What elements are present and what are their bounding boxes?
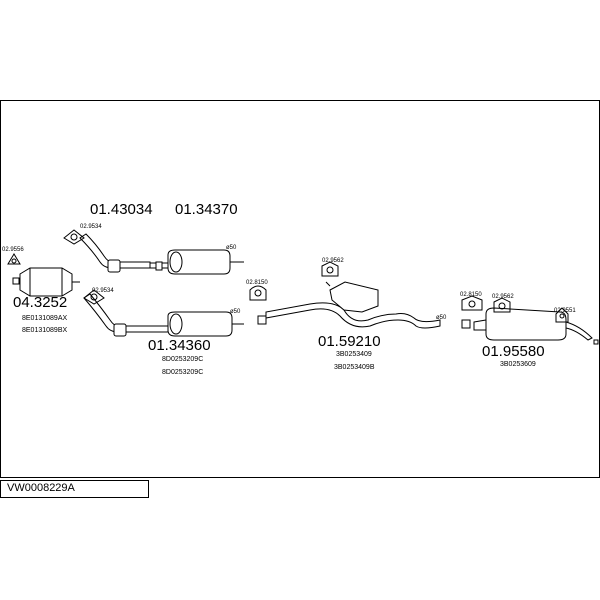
accessory-label: 02.9556 [2, 247, 24, 253]
hanger-icon-2 [321, 261, 339, 277]
oem-number: 3B0253409 [336, 351, 372, 358]
upper-front-pipe [79, 233, 244, 275]
rear-silencer [461, 307, 599, 345]
flange-icon-2 [83, 289, 105, 305]
accessory-label: 02.9562 [492, 294, 514, 300]
accessory-label: 02.8150 [460, 292, 482, 298]
part-number: 04.3252 [13, 294, 67, 311]
lower-front-pipe [83, 293, 244, 337]
part-number: 01.34360 [148, 337, 211, 354]
part-number: 01.43034 [90, 201, 153, 218]
hanger-icon [249, 285, 267, 301]
hanger-icon-5 [555, 307, 569, 323]
accessory-label: 02.9551 [554, 308, 576, 314]
oem-number: 8E0131089BX [22, 327, 67, 334]
diagram-code: VW0008229A [7, 482, 75, 494]
diagram-code-box: VW0008229A [0, 480, 149, 498]
oem-number: 8D0253209C [162, 356, 203, 363]
diameter-label: ø50 [226, 245, 237, 251]
accessory-label: 02.9562 [322, 258, 344, 264]
accessory-label: 02.9534 [92, 288, 114, 294]
gasket-icon [7, 253, 21, 265]
accessory-label: 02.9534 [80, 224, 102, 230]
diameter-label: ø50 [436, 315, 447, 321]
middle-pipe [257, 281, 441, 329]
part-number: 01.34370 [175, 201, 238, 218]
catalytic-converter [12, 267, 80, 297]
hanger-icon-3 [461, 295, 483, 311]
oem-number: 3B0253409B [334, 364, 375, 371]
part-number: 01.59210 [318, 333, 381, 350]
flange-icon [63, 229, 85, 245]
oem-number: 8D0253209C [162, 369, 203, 376]
accessory-label: 02.8150 [246, 280, 268, 286]
oem-number: 3B0253609 [500, 361, 536, 368]
part-number: 01.95580 [482, 343, 545, 360]
oem-number: 8E0131089AX [22, 315, 67, 322]
hanger-icon-4 [493, 297, 511, 313]
diameter-label: ø50 [230, 309, 241, 315]
diagram-frame [0, 100, 600, 478]
